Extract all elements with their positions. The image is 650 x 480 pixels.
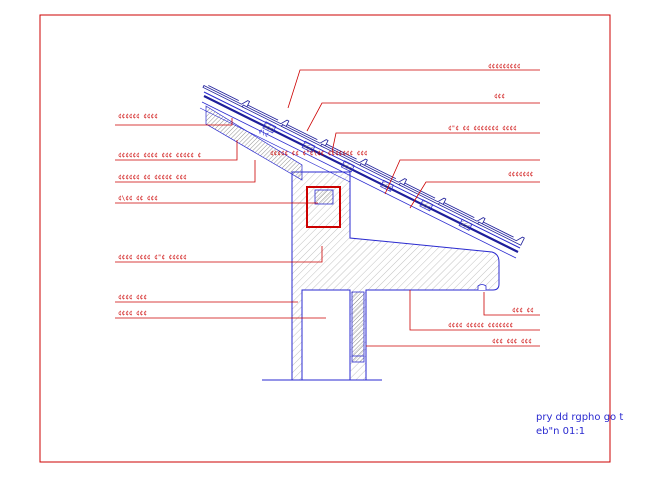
label-drip: ¢¢¢ ¢¢ [512, 307, 534, 314]
concrete-structure [262, 171, 500, 381]
roof-tile [359, 163, 408, 188]
label-membrane: ¢¢¢¢¢ ¢¢ ¢"¢\¢¢ ¢¢¢¢¢¢¢ ¢¢¢ [270, 150, 368, 157]
label-wall: ¢¢¢¢ ¢¢¢ [118, 294, 147, 301]
label-vapor-barrier: ¢¢¢¢¢¢ ¢¢ ¢¢¢¢¢ ¢¢¢ [118, 174, 187, 181]
roof-batten [458, 218, 473, 231]
label-insulation: ¢¢¢¢¢¢ ¢¢¢¢ ¢¢¢ ¢¢¢¢¢ ¢ [118, 152, 201, 159]
roof-tile [398, 182, 447, 207]
roof-tile [202, 85, 251, 110]
drawing-title-line1: pry dd rgpho go t [536, 412, 623, 423]
roof-tile [477, 221, 525, 246]
label-ring-beam: ¢\¢¢ ¢¢ ¢¢¢ [118, 195, 158, 202]
wall-plate [314, 189, 334, 205]
roof-tile [241, 104, 290, 129]
concrete-section [291, 171, 500, 381]
leader-lines-right [287, 69, 540, 347]
label-roof-lining: ¢¢¢¢¢¢ ¢¢¢¢ [118, 113, 158, 120]
roof-batten [380, 179, 394, 192]
drawing-title-line2: eb"n 01:1 [536, 426, 585, 437]
label-ridge-tile: ¢¢¢¢¢¢¢¢¢ [488, 63, 521, 70]
labels-left: ¢¢¢¢¢¢ ¢¢¢¢ ¢¢¢¢¢¢ ¢¢¢¢ ¢¢¢ ¢¢¢¢¢ ¢ ¢¢¢¢… [118, 113, 201, 317]
label-window: ¢¢¢ ¢¢¢ ¢¢¢ [492, 338, 532, 345]
label-eave-slab: ¢¢¢¢ ¢¢¢¢¢ ¢¢¢¢¢¢¢ [448, 322, 513, 329]
label-tile: ¢¢¢ [494, 93, 505, 100]
leader-lines-left [115, 118, 326, 319]
insulation-layer [205, 105, 303, 181]
roof-battens [262, 121, 473, 231]
window-frame [351, 291, 365, 363]
drawing-frame [39, 14, 611, 463]
roof-batten [262, 121, 277, 134]
roof-batten [419, 199, 434, 212]
roof-batten [340, 160, 355, 173]
roof-tile [437, 202, 486, 227]
roof-tiles [202, 85, 525, 246]
labels-right: ¢¢¢¢¢¢¢¢¢ ¢¢¢ ¢"¢ ¢¢ ¢¢¢¢¢¢¢ ¢¢¢¢ ¢¢¢¢¢¢… [448, 63, 534, 345]
label-plaster: ¢¢¢¢ ¢¢¢ [118, 310, 147, 317]
roof-batten [301, 140, 316, 153]
slope-label: ¢\¢ [257, 128, 270, 139]
roof-tile [280, 124, 329, 149]
roof-deck [199, 91, 521, 259]
label-slab: ¢¢¢¢ ¢¢¢¢ ¢"¢ ¢¢¢¢¢ [118, 254, 187, 261]
ring-beam-frame [306, 186, 341, 228]
label-counter-batten: ¢¢¢¢¢¢¢ [508, 171, 534, 178]
drip-groove [477, 284, 487, 290]
label-batten: ¢"¢ ¢¢ ¢¢¢¢¢¢¢ ¢¢¢¢ [448, 125, 517, 132]
